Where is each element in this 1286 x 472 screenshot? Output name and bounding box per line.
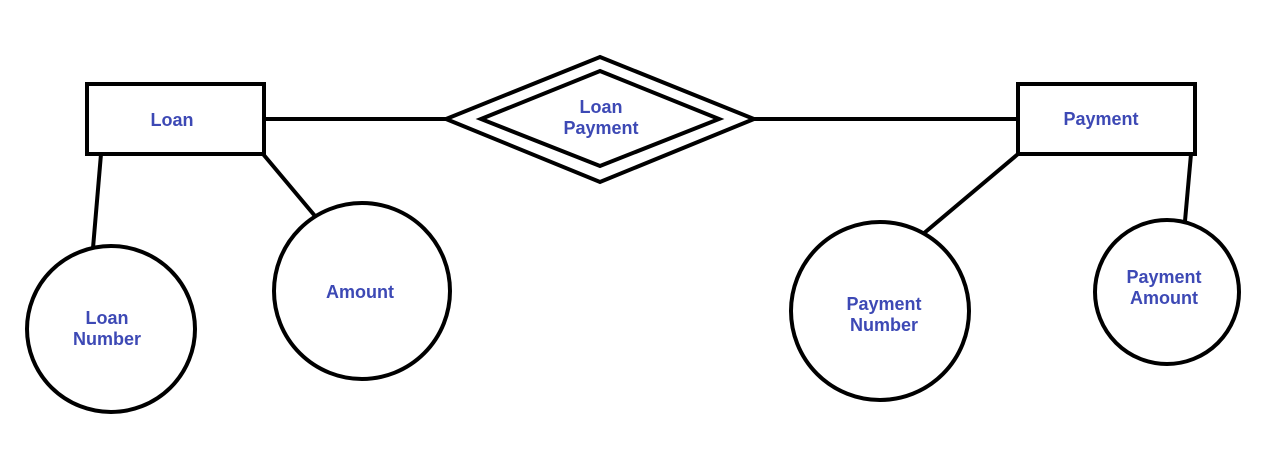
attribute-payment-number-line1: Payment [846,294,921,314]
entity-loan-label: Loan [151,110,194,130]
attribute-loan-number-circle [25,244,197,414]
attribute-amount-circle [272,201,452,381]
attribute-payment-number[interactable]: Payment Number [789,220,971,402]
relationship-label-line1: Loan [580,97,623,117]
attribute-amount[interactable]: Amount [272,201,452,381]
attribute-loan-number-line2: Number [73,329,141,349]
attribute-payment-amount-line1: Payment [1126,267,1201,287]
attribute-amount-label: Amount [326,282,394,302]
entity-payment-label: Payment [1063,109,1138,129]
attribute-payment-amount-line2: Amount [1130,288,1198,308]
entity-loan-box [85,82,266,156]
edge-loan-amount [261,152,317,218]
entity-loan[interactable]: Loan [85,82,266,156]
relationship-label-line2: Payment [563,118,638,138]
edge-payment-payment-number [921,152,1020,236]
attribute-payment-number-line2: Number [850,315,918,335]
edge-payment-payment-amount [1183,153,1193,222]
entity-payment-box [1016,82,1197,156]
attribute-loan-number[interactable]: Loan Number [25,244,197,414]
relationship-inner-diamond [475,68,725,169]
attribute-payment-amount[interactable]: Payment Amount [1093,218,1241,366]
entity-payment[interactable]: Payment [1016,82,1197,156]
attribute-loan-number-line1: Loan [86,308,129,328]
edge-loan-loan-number [91,153,103,249]
attribute-payment-amount-circle [1093,218,1241,366]
attribute-payment-number-circle [789,220,971,402]
relationship-loan-payment[interactable]: Loan Payment [440,54,760,185]
